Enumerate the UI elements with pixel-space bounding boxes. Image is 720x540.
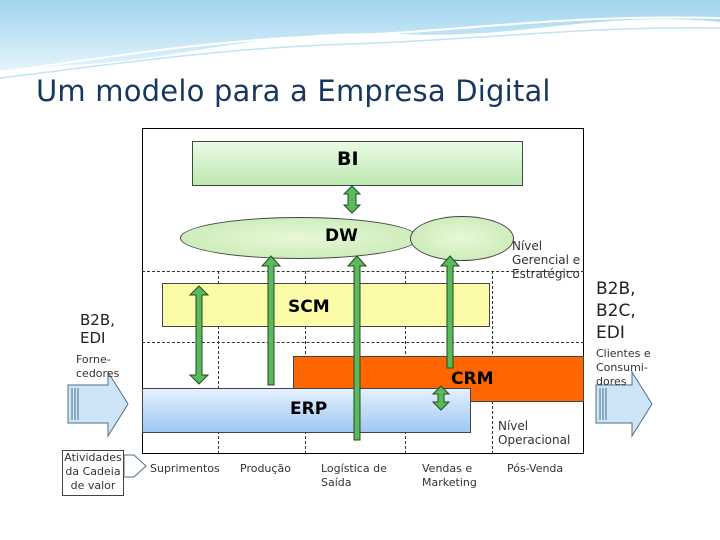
bi-dw-double-arrow	[342, 185, 362, 214]
slide-title: Um modelo para a Empresa Digital	[36, 74, 551, 108]
dw-label: DW	[325, 226, 358, 246]
customers-label: Clientes e Consumi- dores	[596, 347, 651, 388]
bi-label: BI	[337, 148, 359, 170]
customers-outbound-chevron	[595, 370, 653, 438]
erp-layer	[142, 388, 471, 433]
stage-divider-1	[218, 271, 219, 454]
scm-erp-double-arrow	[188, 285, 210, 385]
right-b2b-b2c-edi-label: B2B, B2C, EDI	[596, 279, 636, 343]
header-wave-decoration	[0, 0, 720, 79]
crm-erp-double-arrow	[431, 385, 451, 411]
managerial-level-label: Nível Gerencial e Estratégico	[512, 239, 581, 281]
stage-supplies: Suprimentos	[150, 462, 220, 475]
stage-outbound-logistics: Logística de Saída	[321, 462, 387, 489]
mid-level-divider	[142, 342, 584, 343]
dw-ellipse-secondary	[410, 216, 514, 261]
operational-level-label: Nível Operacional	[498, 419, 571, 447]
bi-layer	[192, 141, 523, 186]
erp-dw-arrow-center	[346, 255, 368, 441]
suppliers-label: Forne- cedores	[76, 353, 120, 380]
stage-after-sales: Pós-Venda	[507, 462, 564, 475]
erp-label: ERP	[290, 399, 328, 419]
crm-dw-arrow-right	[439, 255, 461, 369]
stage-sales-marketing: Vendas e Marketing	[422, 462, 477, 489]
value-chain-activities-box: Atividades da Cadeia de valor	[62, 450, 124, 496]
stage-production: Produção	[240, 462, 291, 475]
left-b2b-edi-label: B2B, EDI	[80, 311, 115, 347]
scm-layer	[162, 283, 490, 327]
managerial-level-divider	[142, 271, 584, 272]
suppliers-inbound-chevron	[67, 370, 129, 438]
dw-ellipse-main	[180, 217, 419, 259]
value-chain-chevron-1	[123, 454, 147, 478]
scm-label: SCM	[288, 297, 330, 317]
diagram-frame	[142, 128, 584, 454]
erp-dw-arrow-left	[260, 255, 282, 386]
crm-label: CRM	[451, 369, 494, 389]
